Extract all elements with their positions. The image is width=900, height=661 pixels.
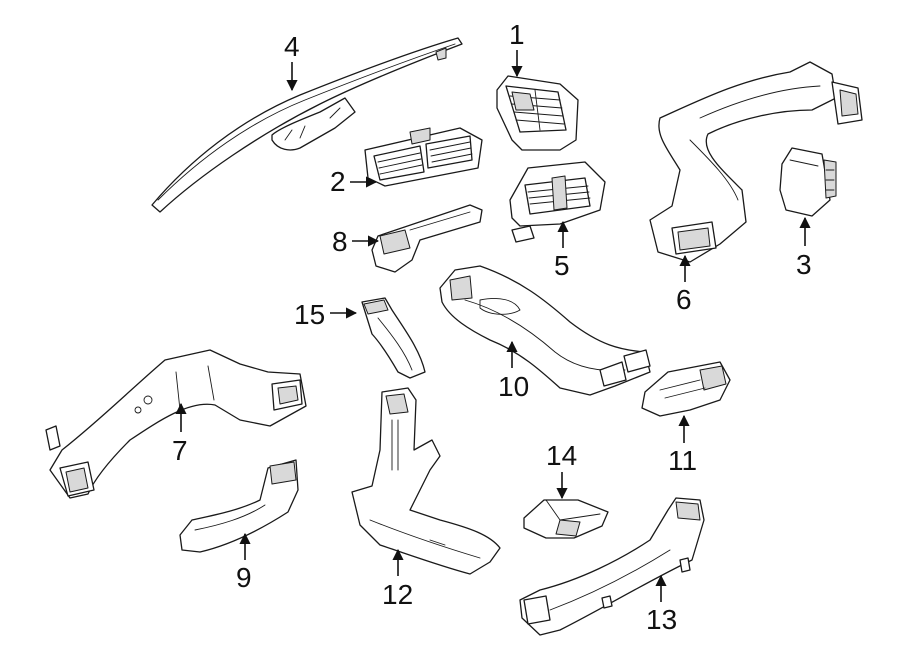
callout-8: 8 (332, 226, 380, 257)
part-2-dual-vent (364, 127, 483, 187)
part-5-side-vent (509, 161, 606, 243)
part-7-left-duct (45, 349, 307, 499)
callout-10: 10 (498, 340, 529, 402)
part-1-center-vent (496, 75, 579, 151)
callout-9-label: 9 (236, 562, 252, 593)
callout-1-label: 1 (509, 19, 525, 50)
callout-5: 5 (554, 220, 570, 281)
callout-7-label: 7 (172, 435, 188, 466)
callout-15: 15 (294, 299, 358, 330)
part-13-lower-right-duct (519, 497, 705, 636)
callout-11: 11 (668, 414, 697, 476)
callout-13: 13 (646, 574, 677, 635)
callout-6: 6 (676, 254, 692, 315)
callout-7: 7 (172, 402, 188, 466)
callout-3-label: 3 (796, 249, 812, 280)
callout-6-label: 6 (676, 284, 692, 315)
callout-4: 4 (284, 31, 300, 92)
part-11-rear-duct (641, 361, 731, 417)
callout-2: 2 (330, 166, 378, 197)
callout-11-label: 11 (668, 445, 697, 476)
callout-3: 3 (796, 216, 812, 280)
part-12-center-duct (351, 387, 501, 575)
callout-9: 9 (236, 532, 252, 593)
callout-14: 14 (546, 440, 577, 500)
callout-13-label: 13 (646, 604, 677, 635)
callout-1: 1 (509, 19, 525, 78)
callout-14-label: 14 (546, 440, 577, 471)
part-14-plate (523, 499, 609, 539)
part-15-elbow (361, 297, 426, 379)
callout-15-label: 15 (294, 299, 325, 330)
callout-8-label: 8 (332, 226, 348, 257)
part-10-floor-duct (439, 265, 651, 396)
part-6-side-duct (649, 61, 863, 263)
part-8-small-duct (371, 204, 483, 273)
part-4-defroster-duct (151, 37, 463, 213)
callout-12: 12 (382, 548, 413, 610)
callout-12-label: 12 (382, 579, 413, 610)
callout-10-label: 10 (498, 371, 529, 402)
callout-5-label: 5 (554, 250, 570, 281)
callout-2-label: 2 (330, 166, 346, 197)
callout-4-label: 4 (284, 31, 300, 62)
part-3-bracket (779, 147, 837, 217)
part-9-lower-duct (179, 459, 299, 553)
